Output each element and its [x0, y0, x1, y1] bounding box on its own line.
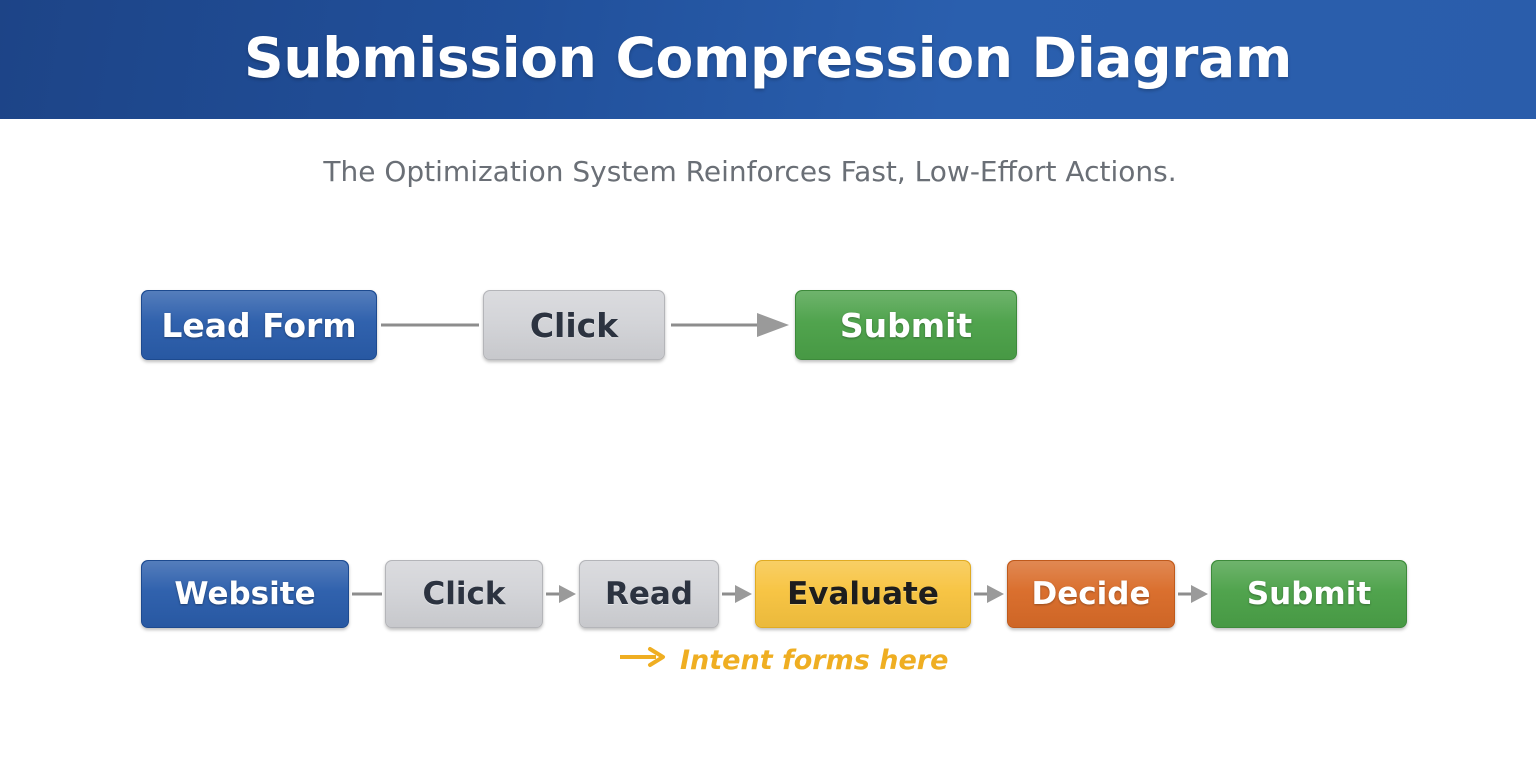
page-title: Submission Compression Diagram — [244, 26, 1292, 90]
node-click-step-1[interactable]: Click — [483, 290, 665, 360]
page-subtitle: The Optimization System Reinforces Fast,… — [323, 155, 1177, 188]
flow-compressed-flow: Lead Form Click Submit — [141, 290, 1017, 360]
node-lead-form[interactable]: Lead Form — [141, 290, 377, 360]
node-submit-step-2-label: Submit — [1246, 576, 1372, 612]
node-submit-step-1-label: Submit — [839, 305, 973, 345]
node-click-step-1-label: Click — [529, 305, 619, 345]
connector-arrow-click-to-submit — [665, 290, 795, 360]
node-read[interactable]: Read — [579, 560, 719, 628]
connector-arrow-evaluate-to-decide — [971, 559, 1007, 629]
node-evaluate[interactable]: Evaluate — [755, 560, 971, 628]
annotation-label: Intent forms here — [680, 645, 949, 676]
node-click-step-2[interactable]: Click — [385, 560, 543, 628]
node-submit-step-2[interactable]: Submit — [1211, 560, 1407, 628]
annotation-intent-forms-here: Intent forms here — [618, 645, 948, 676]
node-website-label: Website — [174, 576, 316, 612]
node-read-label: Read — [604, 576, 693, 612]
connector-arrow-read-to-evaluate — [719, 559, 755, 629]
node-evaluate-label: Evaluate — [787, 576, 939, 612]
node-decide-label: Decide — [1031, 576, 1151, 612]
right-arrow-icon — [618, 645, 668, 676]
header-divider — [0, 119, 1536, 121]
header-banner: Submission Compression Diagram — [0, 0, 1536, 119]
node-click-step-2-label: Click — [422, 576, 506, 612]
connector-arrow-decide-to-submit — [1175, 559, 1211, 629]
flow-full-intent-flow: Website Click Read Evaluate Decide — [141, 559, 1407, 629]
connector-line-website-to-click — [349, 559, 385, 629]
connector-arrow-click-to-read — [543, 559, 579, 629]
node-website[interactable]: Website — [141, 560, 349, 628]
node-submit-step-1[interactable]: Submit — [795, 290, 1017, 360]
node-decide[interactable]: Decide — [1007, 560, 1175, 628]
node-lead-form-label: Lead Form — [161, 305, 357, 345]
connector-line-lead-form-to-click — [377, 290, 483, 360]
